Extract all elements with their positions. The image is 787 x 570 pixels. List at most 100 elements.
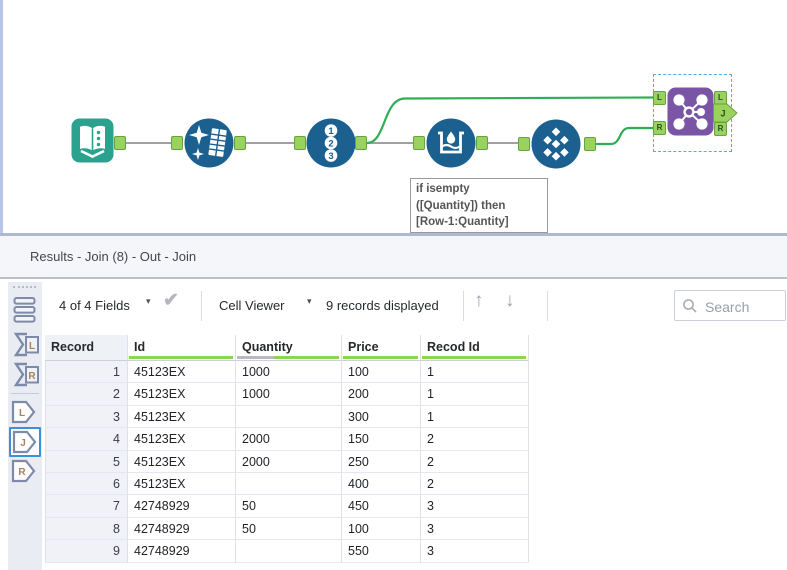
table-cell[interactable]: 1 — [421, 383, 529, 406]
row-number-cell[interactable]: 2 — [45, 383, 128, 406]
anchor-output-j-selected[interactable]: J — [9, 427, 41, 457]
profile-toggle-icon[interactable] — [11, 296, 38, 324]
table-cell[interactable]: 42748929 — [128, 540, 236, 563]
table-cell[interactable]: 1 — [421, 361, 529, 384]
input-data-tool[interactable] — [71, 118, 114, 168]
select-output-anchor[interactable] — [584, 137, 596, 151]
data-quality-bar — [343, 356, 418, 359]
table-cell[interactable]: 45123EX — [128, 428, 236, 451]
multi-row-formula-input-anchor[interactable] — [413, 136, 425, 150]
column-header-price[interactable]: Price — [342, 335, 421, 361]
table-cell[interactable]: 45123EX — [128, 450, 236, 473]
search-box — [674, 290, 786, 321]
table-cell[interactable]: 200 — [342, 383, 421, 406]
fields-dropdown-caret-icon[interactable]: ▾ — [146, 296, 151, 306]
table-cell[interactable]: 550 — [342, 540, 421, 563]
table-cell[interactable]: 400 — [342, 472, 421, 496]
table-cell[interactable]: 45123EX — [128, 361, 236, 384]
table-cell[interactable]: 2000 — [236, 428, 342, 451]
workflow-canvas[interactable]: 1 2 3 — [0, 0, 787, 233]
results-title: Results - Join (8) - Out - Join — [30, 249, 197, 264]
column-header-id[interactable]: Id — [128, 335, 236, 361]
table-cell[interactable]: 3 — [421, 495, 529, 518]
select-tool[interactable] — [531, 119, 581, 174]
table-cell[interactable]: 42748929 — [128, 495, 236, 518]
table-cell[interactable]: 250 — [342, 450, 421, 473]
table-cell[interactable]: 3 — [421, 517, 529, 541]
join-input-anchor-r[interactable]: R — [653, 121, 666, 135]
search-icon — [683, 299, 697, 313]
row-number-cell[interactable]: 1 — [45, 361, 128, 384]
row-number-cell[interactable]: 6 — [45, 472, 128, 496]
table-cell[interactable]: 2 — [421, 450, 529, 473]
anchor-output-j-icon: J — [12, 430, 37, 454]
multi-row-formula-tool[interactable] — [426, 118, 476, 173]
join-tool[interactable] — [667, 87, 714, 141]
row-number-cell[interactable]: 7 — [45, 495, 128, 518]
column-header-recod-id[interactable]: Recod Id — [421, 335, 529, 361]
scroll-down-button[interactable]: ↓ — [505, 290, 515, 311]
join-output-anchor-r[interactable]: R — [714, 122, 727, 136]
wire-recordid-to-join-l[interactable] — [365, 96, 656, 145]
table-cell[interactable]: 1000 — [236, 383, 342, 406]
table-cell[interactable]: 300 — [342, 405, 421, 429]
table-cell[interactable]: 50 — [236, 517, 342, 541]
row-number-cell[interactable]: 8 — [45, 517, 128, 541]
table-cell[interactable] — [236, 472, 342, 496]
multi-row-formula-output-anchor[interactable] — [476, 136, 488, 150]
table-cell[interactable]: 100 — [342, 361, 421, 384]
table-cell[interactable]: 2 — [421, 428, 529, 451]
search-input[interactable] — [703, 292, 785, 321]
input-data-output-anchor[interactable] — [114, 136, 126, 150]
table-cell[interactable]: 2000 — [236, 450, 342, 473]
fields-dropdown[interactable]: 4 of 4 Fields — [59, 298, 130, 313]
table-cell[interactable]: 45123EX — [128, 405, 236, 429]
table-cell[interactable]: 450 — [342, 495, 421, 518]
row-number-cell[interactable]: 3 — [45, 405, 128, 429]
data-cleansing-tool[interactable] — [184, 118, 234, 173]
anchor-output-r-icon: R — [11, 459, 36, 483]
results-anchor-sidebar: L R L J R — [8, 282, 42, 570]
record-id-output-anchor[interactable] — [355, 136, 367, 150]
scroll-up-button[interactable]: ↑ — [474, 290, 484, 311]
table-cell[interactable]: 1000 — [236, 361, 342, 384]
anchor-input-l-icon[interactable]: L — [11, 331, 41, 359]
anchor-output-l-icon[interactable]: L — [11, 400, 37, 424]
toolbar-separator — [201, 291, 202, 321]
table-cell[interactable] — [236, 405, 342, 429]
cell-viewer-caret-icon[interactable]: ▾ — [307, 296, 312, 306]
svg-text:3: 3 — [328, 151, 333, 162]
formula-annotation[interactable]: if isempty ([Quantity]) then [Row-1:Quan… — [410, 178, 548, 233]
table-cell[interactable]: 42748929 — [128, 517, 236, 541]
svg-text:R: R — [28, 371, 36, 382]
record-id-tool[interactable]: 1 2 3 — [306, 118, 356, 173]
table-cell[interactable]: 150 — [342, 428, 421, 451]
table-cell[interactable]: 50 — [236, 495, 342, 518]
table-cell[interactable] — [236, 540, 342, 563]
drag-handle-dots[interactable] — [13, 286, 36, 288]
table-cell[interactable]: 2 — [421, 472, 529, 496]
data-cleansing-output-anchor[interactable] — [234, 136, 246, 150]
table-cell[interactable]: 45123EX — [128, 472, 236, 496]
table-cell[interactable]: 3 — [421, 540, 529, 563]
wire-select-to-join-r[interactable] — [595, 126, 655, 146]
svg-text:2: 2 — [328, 138, 333, 149]
table-cell[interactable]: 1 — [421, 405, 529, 429]
record-id-input-anchor[interactable] — [294, 136, 306, 150]
table-cell[interactable]: 100 — [342, 517, 421, 541]
row-number-cell[interactable]: 9 — [45, 540, 128, 563]
anchor-input-r-icon[interactable]: R — [11, 361, 41, 389]
row-number-cell[interactable]: 5 — [45, 450, 128, 473]
column-header-quantity[interactable]: Quantity — [236, 335, 342, 361]
results-titlebar: Results - Join (8) - Out - Join — [0, 236, 787, 279]
join-output-anchor-j[interactable]: J — [713, 103, 738, 123]
row-number-cell[interactable]: 4 — [45, 428, 128, 451]
join-input-anchor-l[interactable]: L — [653, 91, 666, 105]
cell-viewer-dropdown[interactable]: Cell Viewer — [219, 298, 285, 313]
data-cleansing-input-anchor[interactable] — [171, 136, 183, 150]
select-input-anchor[interactable] — [518, 137, 530, 151]
anchor-output-r-wrap[interactable]: R — [11, 459, 37, 488]
apply-checkmark-icon[interactable]: ✔ — [163, 290, 179, 311]
column-header-record[interactable]: Record — [45, 335, 128, 361]
table-cell[interactable]: 45123EX — [128, 383, 236, 406]
